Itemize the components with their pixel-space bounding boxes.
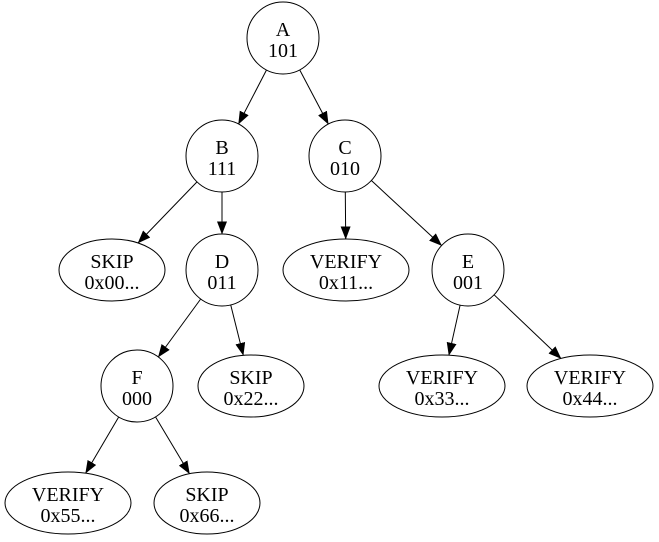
node-sublabel: 0x22... <box>224 388 279 410</box>
node-sublabel: 011 <box>207 272 236 294</box>
edge-f-skip66 <box>155 416 190 475</box>
node-verify55: VERIFY0x55... <box>4 471 132 535</box>
node-sublabel: 101 <box>268 40 298 62</box>
edge-e-verify44 <box>493 294 562 359</box>
node-sublabel: 001 <box>453 272 483 294</box>
ellipse-shape <box>4 471 132 535</box>
node-sublabel: 000 <box>122 388 152 410</box>
node-sublabel: 0x44... <box>563 388 618 410</box>
circle-shape <box>100 349 174 423</box>
node-skip22: SKIP0x22... <box>197 354 305 418</box>
node-label: VERIFY <box>32 484 104 506</box>
node-label: SKIP <box>229 367 272 389</box>
node-sublabel: 010 <box>330 158 360 180</box>
ellipse-shape <box>526 354 654 418</box>
node-label: C <box>338 137 351 159</box>
node-label: B <box>215 137 228 159</box>
node-verify11: VERIFY0x11... <box>282 238 410 302</box>
ellipse-shape <box>197 354 305 418</box>
edge-a-b <box>238 69 267 125</box>
node-label: A <box>276 19 291 41</box>
ellipse-shape <box>378 354 506 418</box>
node-skip66: SKIP0x66... <box>153 471 261 535</box>
edge-d-skip22 <box>230 304 246 356</box>
edge-e-verify33 <box>446 304 461 356</box>
edge-d-f <box>157 298 202 358</box>
node-sublabel: 0x55... <box>41 505 96 527</box>
node-layer: A101B111C010SKIP0x00...D011VERIFY0x11...… <box>4 1 654 535</box>
edge-b-skip00 <box>137 181 198 244</box>
node-sublabel: 0x33... <box>415 388 470 410</box>
node-sublabel: 0x11... <box>319 272 373 294</box>
node-skip00: SKIP0x00... <box>58 238 166 302</box>
node-label: F <box>131 367 142 389</box>
edge-c-e <box>371 180 442 246</box>
ellipse-shape <box>282 238 410 302</box>
node-sublabel: 0x66... <box>180 505 235 527</box>
ellipse-shape <box>153 471 261 535</box>
edge-layer <box>85 69 562 475</box>
circle-shape <box>308 119 382 193</box>
circle-shape <box>185 233 259 307</box>
ellipse-shape <box>58 238 166 302</box>
node-label: D <box>215 251 229 273</box>
edge-f-verify55 <box>85 416 120 474</box>
circle-shape <box>431 233 505 307</box>
node-label: E <box>462 251 474 273</box>
node-label: VERIFY <box>406 367 478 389</box>
edge-a-c <box>299 69 329 125</box>
node-label: VERIFY <box>310 251 382 273</box>
node-verify44: VERIFY0x44... <box>526 354 654 418</box>
node-label: SKIP <box>185 484 228 506</box>
node-label: VERIFY <box>554 367 626 389</box>
node-sublabel: 111 <box>208 158 237 180</box>
node-verify33: VERIFY0x33... <box>378 354 506 418</box>
node-sublabel: 0x00... <box>85 272 140 294</box>
circle-shape <box>185 119 259 193</box>
node-label: SKIP <box>90 251 133 273</box>
circle-shape <box>246 1 320 75</box>
